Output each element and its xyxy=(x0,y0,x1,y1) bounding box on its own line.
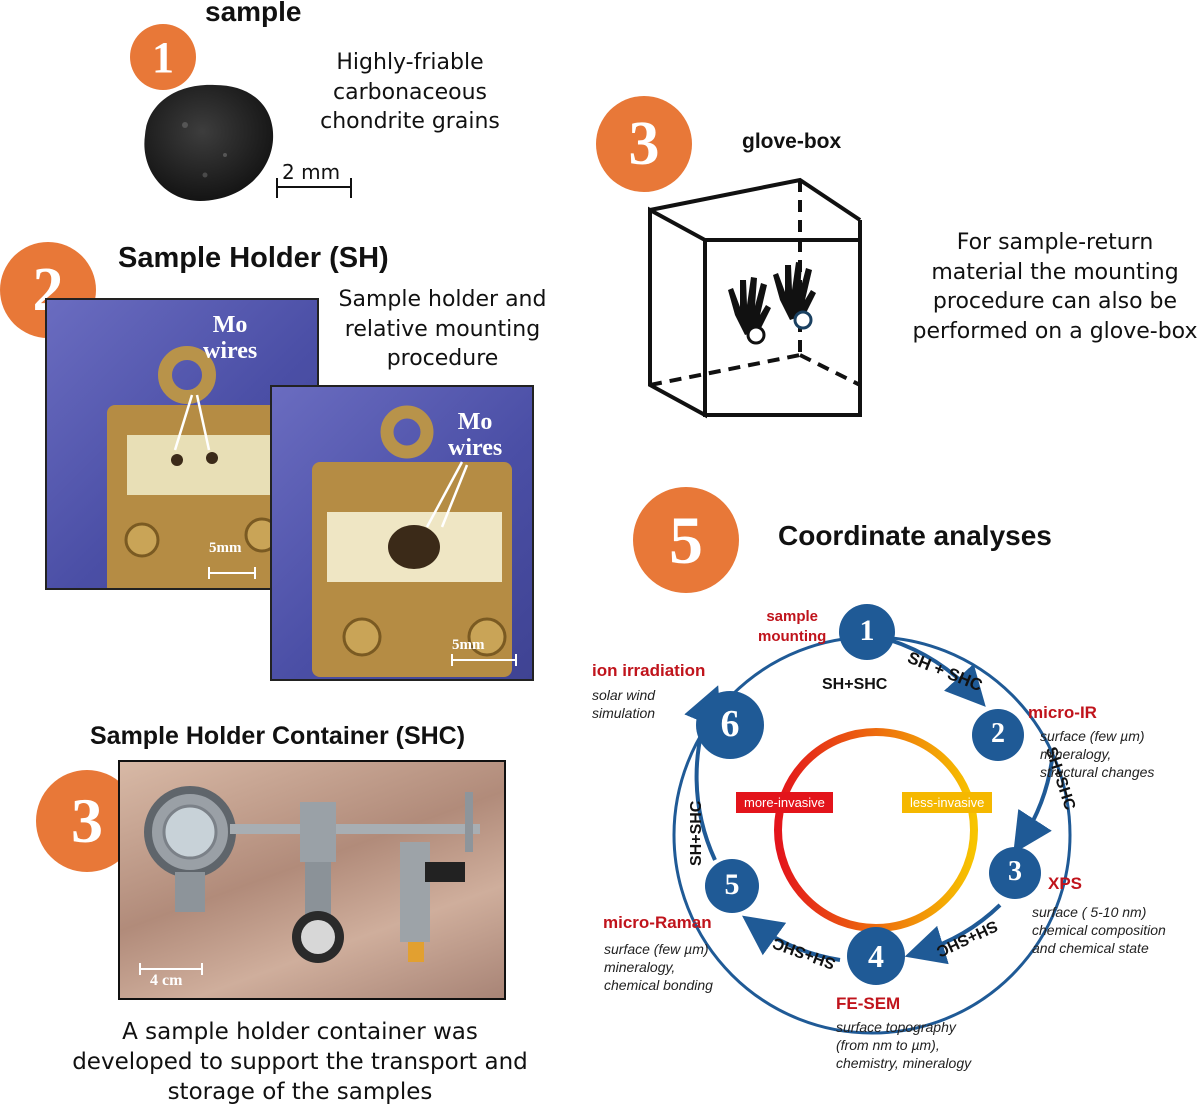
analyses-title: Coordinate analyses xyxy=(778,520,1052,551)
more-invasive-tag: more-invasive xyxy=(736,792,833,813)
glove-icon xyxy=(773,262,816,330)
edge-label: SH+SHC xyxy=(822,676,888,693)
container-scale-bar xyxy=(139,963,203,975)
container-photo: 4 cm xyxy=(118,760,506,1000)
mo-wires-label: Mo wires xyxy=(448,409,503,462)
node-1-label: sample mounting xyxy=(758,608,827,646)
photo2-scale-bar xyxy=(451,654,517,666)
sample-title: sample xyxy=(205,0,302,27)
photo1-scale-label: 5mm xyxy=(209,540,242,556)
sample-description: Highly-friable carbonaceous chondrite gr… xyxy=(320,50,500,135)
node-1-number: 1 xyxy=(859,614,875,647)
less-invasive-tag: less-invasive xyxy=(902,792,993,813)
node-2-number: 2 xyxy=(991,718,1005,749)
sample-scale-label: 2 mm xyxy=(282,160,341,184)
node-4-number: 4 xyxy=(868,938,884,974)
analysis-cycle-diagram xyxy=(672,604,1072,1035)
node-6-label: ion irradiation xyxy=(592,661,706,680)
step-number-badge: 3 xyxy=(596,96,692,192)
glove-icon xyxy=(728,277,771,345)
node-5-description: surface (few µm) mineralogy, chemical bo… xyxy=(604,941,713,994)
sample-scale-bar xyxy=(276,178,352,198)
glovebox-title: glove-box xyxy=(742,130,842,153)
node-6-number: 6 xyxy=(720,703,740,745)
node-3-number: 3 xyxy=(1008,856,1022,887)
holder-description: Sample holder and relative mounting proc… xyxy=(338,287,547,372)
sample-holder-photo-2: Mo wires 5mm xyxy=(270,385,534,681)
node-5-label: micro-Raman xyxy=(603,913,712,932)
container-title: Sample Holder Container (SHC) xyxy=(90,722,466,750)
step-number-badge: 5 xyxy=(633,487,739,593)
step-number-badge: 1 xyxy=(130,24,196,90)
glovebox-description: For sample-return material the mounting … xyxy=(912,230,1198,345)
mo-wires-label: Mo wires xyxy=(203,312,258,365)
photo1-scale-bar xyxy=(208,567,256,579)
glovebox-diagram xyxy=(648,177,862,419)
chondrite-grain-image xyxy=(144,84,274,201)
node-5-number: 5 xyxy=(724,868,740,901)
node-4-label: FE-SEM xyxy=(836,994,901,1013)
edge-label: SH+SHC xyxy=(688,800,705,866)
container-description: A sample holder container was developed … xyxy=(72,1019,528,1105)
node-4-description: surface topography (from nm to µm), chem… xyxy=(836,1019,972,1072)
node-3-label: XPS xyxy=(1048,874,1083,893)
node-2-label: micro-IR xyxy=(1028,703,1097,722)
node-3-description: surface ( 5-10 nm) chemical composition … xyxy=(1032,904,1166,957)
photo2-scale-label: 5mm xyxy=(452,637,485,653)
node-6-description: solar wind simulation xyxy=(592,687,656,722)
holder-title: Sample Holder (SH) xyxy=(118,242,389,274)
container-scale-label: 4 cm xyxy=(150,972,183,989)
node-2-description: surface (few µm) mineralogy, structural … xyxy=(1040,728,1155,781)
